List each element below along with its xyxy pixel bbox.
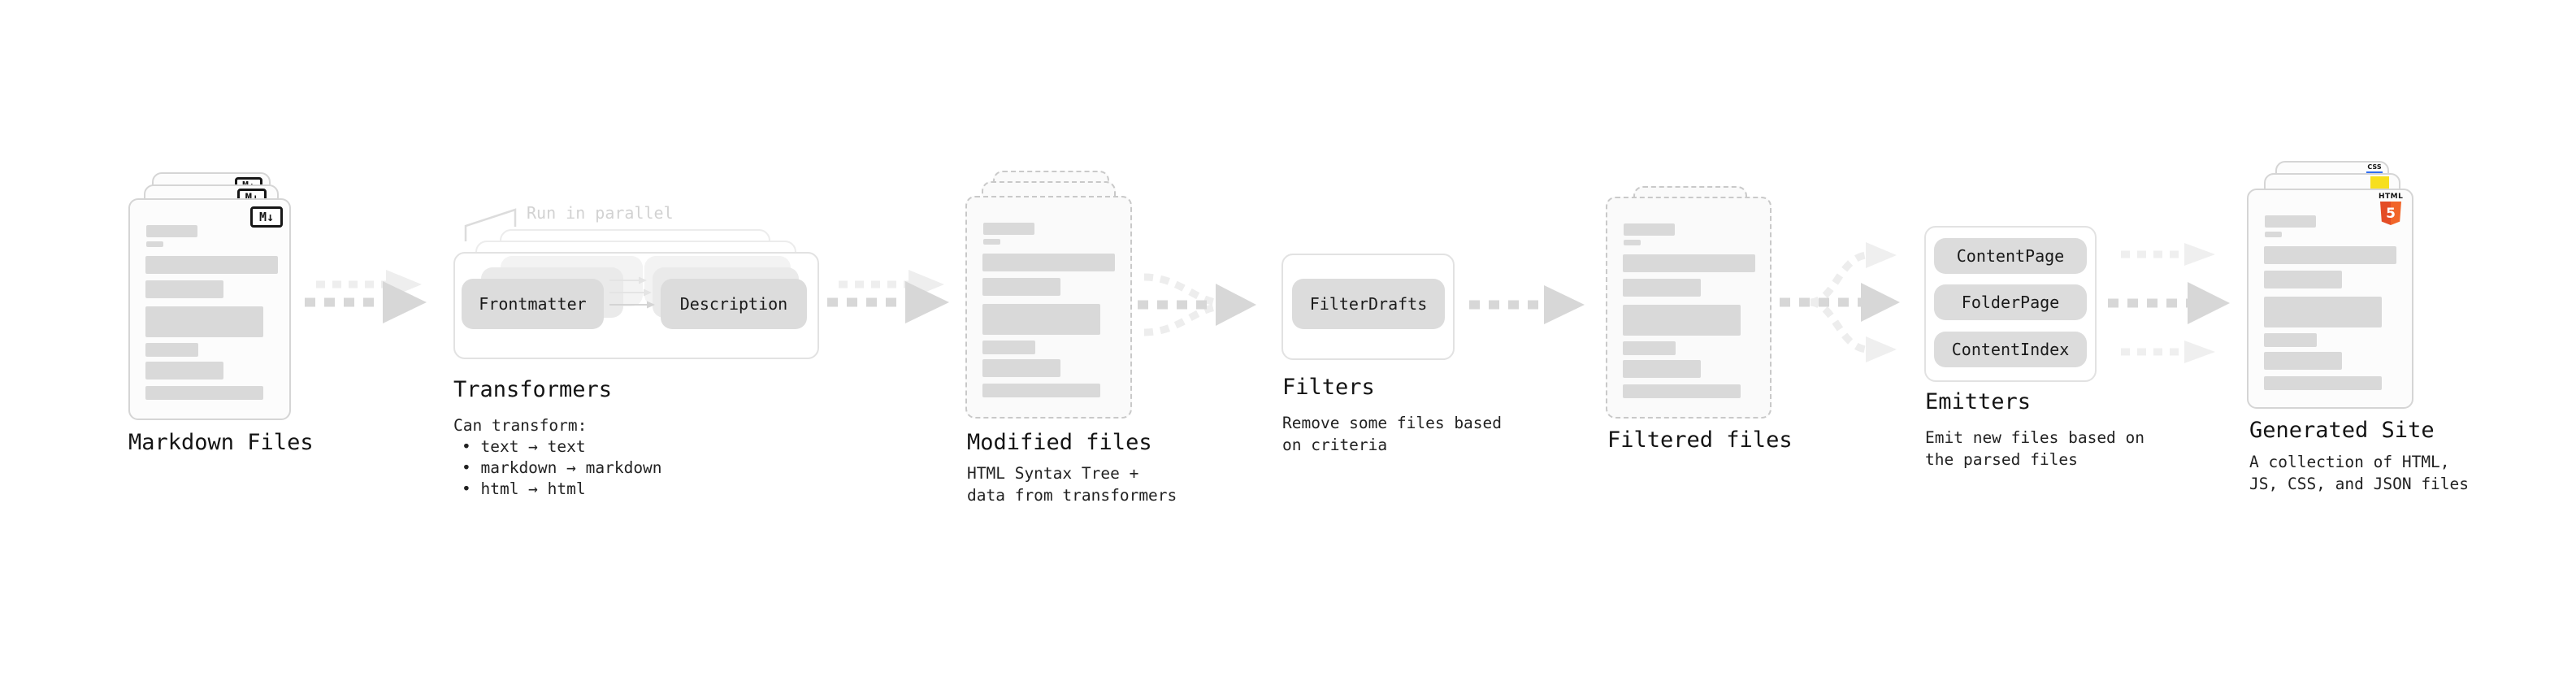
- emitters-desc: Emit new files based on: [1925, 428, 2145, 447]
- doc-skeleton-line: [982, 254, 1115, 271]
- doc-skeleton-line: [146, 241, 163, 247]
- transformers-bullet: • html → html: [462, 479, 586, 498]
- doc-skeleton-line: [2264, 376, 2382, 390]
- arrow-split-filtered-to-emitters-icon: [1780, 242, 1900, 362]
- arrow-transformers-to-modified-icon: [827, 270, 949, 323]
- doc-skeleton-line: [145, 280, 223, 298]
- doc-skeleton-line: [145, 343, 198, 357]
- arrow-filters-to-filtered-icon: [1469, 285, 1585, 324]
- annotation-leader-line-icon: [464, 208, 517, 241]
- transformers-subtitle: Can transform:: [453, 416, 588, 435]
- transformers-title: Transformers: [453, 377, 613, 402]
- doc-skeleton-line: [1623, 254, 1755, 272]
- arrow-merge-modified-to-filters-icon: [1138, 273, 1256, 336]
- markdown-icon: M↓: [250, 206, 283, 228]
- js-icon: [2370, 176, 2389, 190]
- filters-title: Filters: [1282, 375, 1375, 400]
- generated-doc-html: HTML 5: [2247, 189, 2413, 409]
- filterdrafts-pill: FilterDrafts: [1292, 279, 1445, 329]
- modified-files-desc: data from transformers: [967, 486, 1177, 505]
- doc-skeleton-line: [145, 256, 278, 274]
- doc-skeleton-line: [146, 225, 197, 237]
- doc-skeleton-line: [1623, 360, 1701, 378]
- doc-skeleton-line: [145, 362, 223, 380]
- filtered-files-label: Filtered files: [1607, 427, 1793, 453]
- doc-skeleton-line: [2264, 297, 2382, 327]
- generated-site-desc: A collection of HTML,: [2249, 453, 2450, 471]
- emitters-title: Emitters: [1925, 389, 2032, 414]
- doc-skeleton-line: [2265, 215, 2316, 228]
- description-pill: Description: [661, 279, 807, 329]
- modified-files-label: Modified files: [967, 430, 1152, 455]
- html5-icon: HTML 5: [2379, 193, 2403, 225]
- generated-site-desc: JS, CSS, and JSON files: [2249, 475, 2470, 493]
- markdown-doc-front: M↓: [128, 198, 291, 420]
- doc-skeleton-line: [982, 359, 1060, 377]
- frontmatter-pill: Frontmatter: [462, 279, 604, 329]
- arrow-markdown-to-transformers-icon: [305, 270, 427, 323]
- doc-skeleton-line: [145, 306, 263, 337]
- transformers-bullet: • text → text: [462, 437, 586, 456]
- doc-skeleton-line: [982, 340, 1035, 354]
- doc-skeleton-line: [1623, 279, 1701, 297]
- doc-skeleton-line: [983, 239, 1000, 245]
- doc-skeleton-line: [982, 304, 1100, 335]
- doc-skeleton-line: [2264, 352, 2342, 370]
- doc-skeleton-line: [2265, 232, 2282, 237]
- arrow-emitters-to-generated-icon: [2108, 243, 2230, 363]
- doc-skeleton-line: [982, 384, 1100, 397]
- parallel-arrows-icon: [609, 276, 655, 309]
- doc-skeleton-line: [145, 386, 263, 400]
- filters-desc: Remove some files based: [1282, 414, 1503, 432]
- emitters-desc: the parsed files: [1925, 450, 2078, 469]
- doc-skeleton-line: [1624, 240, 1641, 245]
- doc-skeleton-line: [982, 278, 1060, 296]
- doc-skeleton-line: [1623, 384, 1741, 398]
- filters-desc: on criteria: [1282, 436, 1388, 454]
- doc-skeleton-line: [1624, 223, 1675, 236]
- doc-skeleton-line: [1623, 305, 1741, 336]
- modified-doc-front: [965, 196, 1132, 419]
- contentindex-pill: ContentIndex: [1934, 332, 2087, 367]
- doc-skeleton-line: [2264, 271, 2342, 288]
- doc-skeleton-line: [2264, 246, 2396, 264]
- contentpage-pill: ContentPage: [1934, 238, 2087, 274]
- doc-skeleton-line: [2264, 333, 2317, 347]
- doc-skeleton-line: [1623, 341, 1676, 355]
- markdown-files-label: Markdown Files: [128, 430, 314, 455]
- doc-skeleton-line: [983, 223, 1034, 235]
- modified-files-desc: HTML Syntax Tree +: [967, 464, 1139, 483]
- transformers-bullet: • markdown → markdown: [462, 458, 662, 477]
- run-in-parallel-annotation: Run in parallel: [527, 203, 674, 223]
- generated-site-label: Generated Site: [2249, 418, 2435, 443]
- folderpage-pill: FolderPage: [1934, 284, 2087, 320]
- filtered-doc-front: [1606, 197, 1772, 419]
